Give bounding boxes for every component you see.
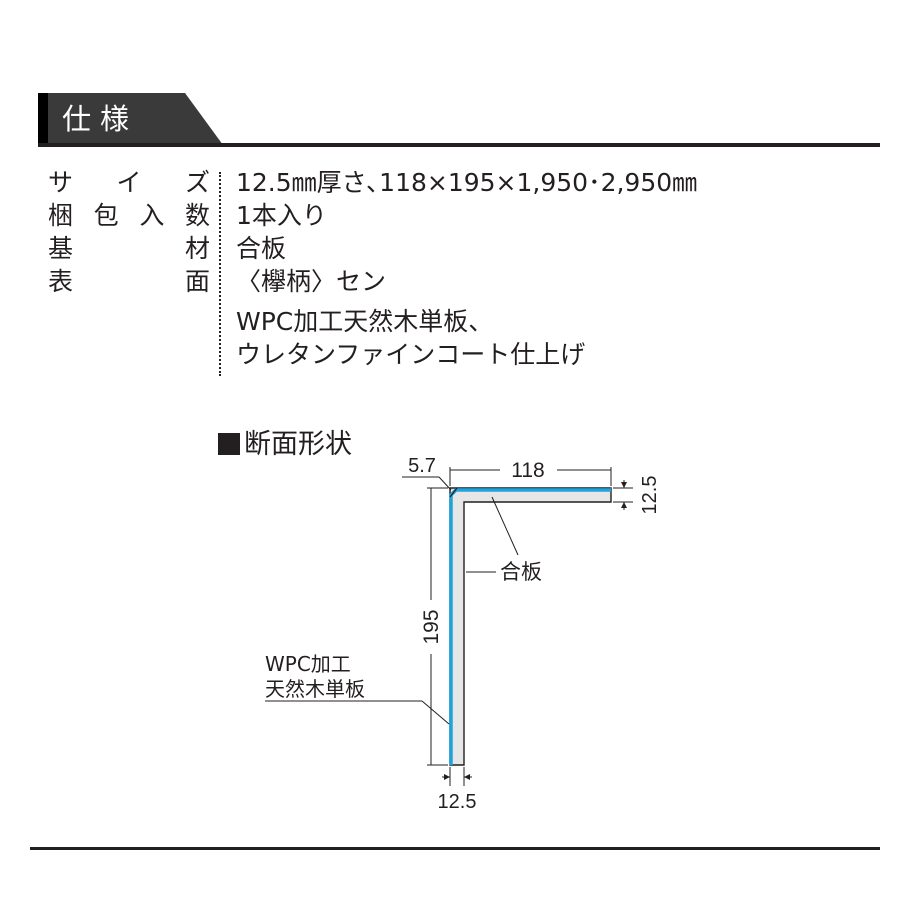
veneer-leader (421, 700, 450, 725)
core-profile (449, 487, 612, 766)
spec-label: サ イ ズ (48, 168, 210, 197)
spec-value: 12.5㎜厚さ､118×195×1,950･2,950㎜ (236, 168, 698, 197)
spec-value: WPC加工天然木単板、 (236, 307, 494, 336)
corner-edge (449, 487, 458, 498)
core-label: 合板 (500, 560, 542, 584)
spec-value: 1本入り (236, 201, 327, 230)
dim-thickness-right-label: 12.5 (639, 476, 661, 515)
spec-label: 基 材 (48, 234, 210, 263)
spec-value: 合板 (236, 234, 287, 263)
dim-height-label: 195 (420, 609, 443, 644)
dim-top-label: 118 (511, 459, 544, 482)
spec-divider (219, 172, 221, 376)
corner-leader (438, 476, 452, 491)
header-title: 仕様 (62, 102, 139, 136)
dim-thickness-bottom-label: 12.5 (438, 791, 477, 813)
dim-corner-label: 5.7 (408, 455, 436, 477)
section-title: 断面形状 (218, 428, 352, 462)
veneer-label-line1: WPC加工 (265, 652, 351, 676)
header-marker (38, 93, 48, 145)
square-bullet-icon (218, 433, 240, 455)
spec-label: 梱 包 入 数 (48, 201, 210, 230)
spec-value: ウレタンファインコート仕上げ (236, 340, 586, 369)
veneer-layer (449, 488, 611, 765)
spec-label: 表 面 (48, 267, 210, 296)
header-rule (38, 143, 880, 147)
spec-value: 〈欅柄〉セン (236, 267, 387, 296)
core-leader (491, 496, 519, 556)
veneer-label-line2: 天然木単板 (265, 677, 365, 701)
bottom-rule (30, 847, 880, 850)
